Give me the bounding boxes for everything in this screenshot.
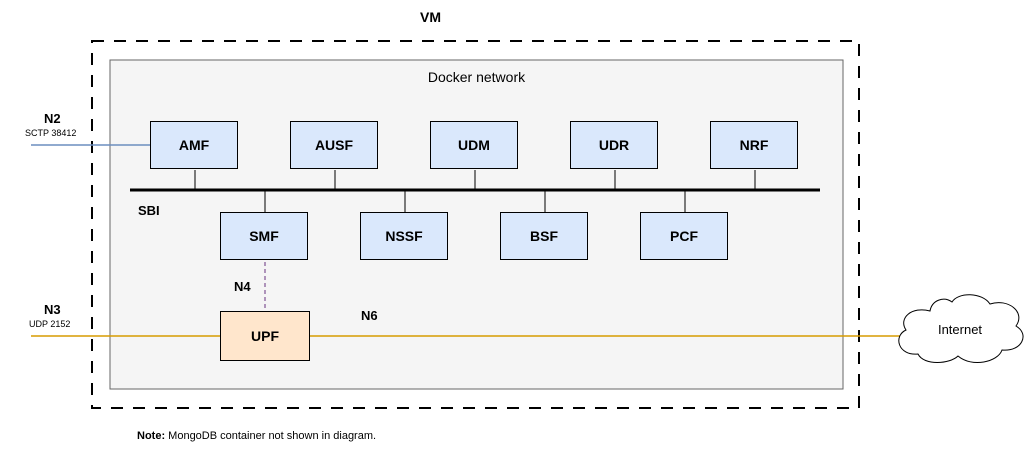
udm-node: UDM [430, 121, 518, 169]
n2-label: N2 [44, 111, 61, 126]
nssf-node: NSSF [360, 212, 448, 260]
pcf-node: PCF [640, 212, 728, 260]
n6-label: N6 [361, 308, 378, 323]
ausf-node: AUSF [290, 121, 378, 169]
docker-network-title: Docker network [427, 69, 526, 85]
n3-label: N3 [44, 302, 61, 317]
n2-detail: SCTP 38412 [25, 128, 77, 138]
vm-title: VM [420, 9, 441, 25]
note-prefix: Note: [137, 430, 166, 442]
n3-detail: UDP 2152 [29, 319, 71, 329]
n4-label: N4 [234, 279, 251, 294]
footnote: Note: MongoDB container not shown in dia… [137, 430, 376, 442]
amf-node: AMF [150, 121, 238, 169]
nrf-node: NRF [710, 121, 798, 169]
smf-node: SMF [220, 212, 308, 260]
udr-node: UDR [570, 121, 658, 169]
note-text: MongoDB container not shown in diagram. [165, 430, 377, 442]
upf-node: UPF [220, 311, 310, 361]
bsf-node: BSF [500, 212, 588, 260]
internet-cloud-icon [898, 294, 1024, 364]
sbi-label: SBI [138, 203, 160, 218]
vm-boundary [91, 40, 860, 409]
internet-label: Internet [937, 322, 983, 337]
